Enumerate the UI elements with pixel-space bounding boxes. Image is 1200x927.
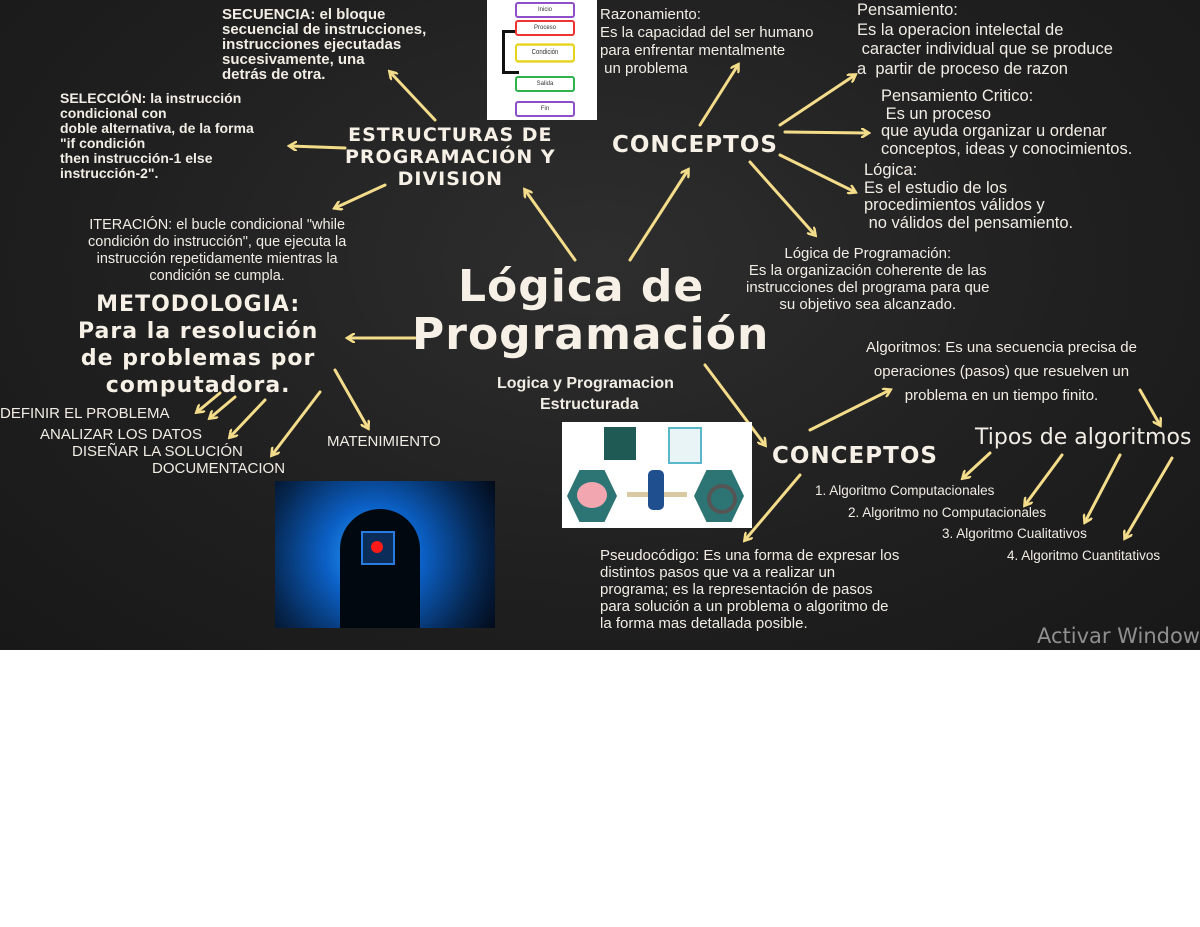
tipos-heading: Tipos de algoritmos — [975, 425, 1192, 450]
main-title-line1: Lógica de — [458, 261, 705, 312]
flowchart-step: Salida — [515, 76, 575, 92]
connector-arrow — [745, 473, 802, 540]
connector-arrow — [778, 75, 855, 127]
connector-arrow — [778, 153, 855, 192]
connector-arrow — [1138, 388, 1160, 425]
connector-arrow — [748, 160, 815, 235]
conceptos-bottom-heading: CONCEPTOS — [772, 443, 938, 469]
flowchart-image: Inicio Proceso Condición Salida Fin — [487, 0, 597, 120]
flowchart-step: Proceso — [515, 20, 575, 36]
estructuras-heading: ESTRUCTURAS DE PROGRAMACIÓN Y DIVISION — [345, 124, 556, 190]
connector-arrow — [525, 190, 577, 262]
flowchart-step: Condición — [515, 43, 575, 63]
metodologia-step: ANALIZAR LOS DATOS — [40, 426, 202, 443]
subtitle-line1: Logica y Programacion — [497, 375, 674, 392]
connector-arrow — [1025, 453, 1064, 505]
connector-arrow — [808, 390, 890, 432]
tipo-algoritmo: 2. Algoritmo no Computacionales — [848, 505, 1047, 520]
connector-arrow — [698, 65, 738, 127]
flowchart-step: Inicio — [515, 2, 575, 18]
logica-programacion-text: Lógica de Programación: Es la organizaci… — [746, 245, 990, 313]
chalkboard-mindmap: Inicio Proceso Condición Salida Fin SECU… — [0, 0, 1200, 650]
iteracion-text: ITERACIÓN: el bucle condicional "while c… — [88, 217, 347, 284]
flowchart-step: Fin — [515, 101, 575, 117]
connector-arrow — [783, 132, 868, 133]
pensamiento-critico-text: Pensamiento Critico: Es un proceso que a… — [881, 87, 1133, 158]
pseudocodigo-text: Pseudocódigo: Es una forma de expresar l… — [600, 547, 900, 632]
tipo-algoritmo: 4. Algoritmo Cuantitativos — [1007, 548, 1161, 563]
activation-watermark: Activar Window — [1036, 624, 1200, 648]
connector-arrow — [335, 183, 387, 208]
ai-head-image — [275, 481, 495, 628]
conceptos-top-heading: CONCEPTOS — [612, 132, 778, 158]
metodologia-step: DISEÑAR LA SOLUCIÓN — [72, 443, 243, 460]
secuencia-text: SECUENCIA: el bloque secuencial de instr… — [222, 6, 427, 83]
seleccion-text: SELECCIÓN: la instrucción condicional co… — [60, 90, 254, 181]
connector-arrow — [290, 146, 347, 148]
arrows-layer — [0, 0, 1174, 650]
connector-arrow — [1125, 456, 1174, 538]
connector-arrow — [703, 363, 765, 445]
logica-text: Lógica: Es el estudio de los procedimien… — [864, 161, 1074, 232]
connector-arrow — [390, 72, 437, 122]
connector-arrow — [1085, 453, 1122, 522]
connector-arrow — [333, 368, 368, 428]
connector-arrow — [628, 170, 688, 262]
connector-arrow — [230, 398, 267, 437]
metodologia-step: MATENIMIENTO — [327, 433, 441, 450]
connector-arrow — [963, 451, 992, 478]
programming-illustration-image — [562, 422, 752, 528]
metodologia-step: DEFINIR EL PROBLEMA — [0, 405, 170, 422]
subtitle-line2: Estructurada — [540, 396, 639, 413]
metodologia-heading: METODOLOGIA: Para la resolución de probl… — [78, 292, 319, 398]
main-title-line2: Programación — [412, 309, 770, 360]
metodologia-step: DOCUMENTACION — [152, 460, 286, 477]
razonamiento-text: Razonamiento: Es la capacidad del ser hu… — [600, 6, 814, 77]
connector-arrow — [272, 390, 322, 455]
tipo-algoritmo: 3. Algoritmo Cualitativos — [942, 526, 1087, 541]
connector-arrow — [210, 395, 237, 418]
algoritmos-text: Algoritmos: Es una secuencia precisa de … — [866, 339, 1137, 404]
tipo-algoritmo: 1. Algoritmo Computacionales — [815, 483, 995, 498]
connector-arrow — [197, 391, 222, 412]
pensamiento-text: Pensamiento: Es la operacion intelectal … — [857, 1, 1113, 78]
